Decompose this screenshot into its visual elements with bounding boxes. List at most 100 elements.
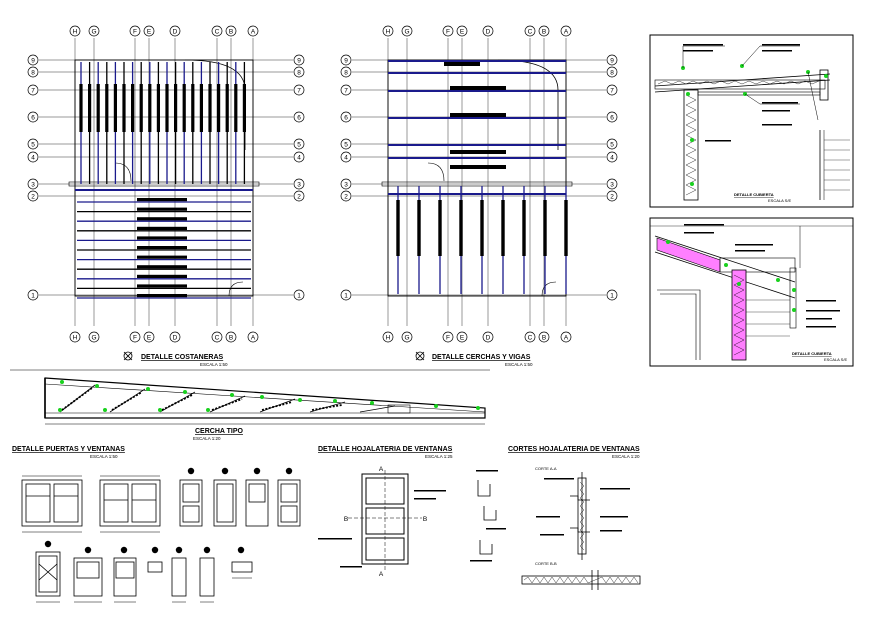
grid-col-d-bottom-label: D [173,334,178,341]
roof-detail-top-title: DETALLE CUBIERTA [734,192,774,197]
grid-row-8-left-bubble [27,66,39,78]
grid-row-7-right-bubble [293,84,305,96]
cut-a-label: CORTE A-A [535,466,557,471]
north-arrow-icon [123,351,133,361]
purlin-block [137,274,187,278]
grid-row-3-left-label: 3 [31,181,35,188]
doors-title: DETALLE PUERTAS Y VENTANAS [12,446,125,453]
grid-row-2-right-label: 2 [297,193,301,200]
door-swing [228,281,244,297]
grid-col-d-top-label: D [173,28,178,35]
purlin-block [113,84,117,132]
grid-col-d-top-bubble [169,25,181,37]
grid-col-g-top-bubble [401,25,413,37]
grid-row-5-right-label: 5 [297,141,301,148]
grid-row-6-left-label: 6 [344,114,348,121]
grid-row-4-right-bubble [606,151,618,163]
purlin-block [148,84,152,132]
truss-block [522,200,526,256]
grid-col-a-bottom-bubble [560,331,572,343]
grid-row-7-left-label: 7 [31,87,35,94]
grid-row-8-left-bubble [340,66,352,78]
grid-row-4-left-bubble [340,151,352,163]
grid-row-9-right-bubble [606,54,618,66]
doors-scale: ESCALA 1:50 [90,454,118,459]
grid-row-5-right-bubble [293,138,305,150]
purlin-block [137,198,187,202]
grid-row-1-right-label: 1 [610,292,614,299]
purlin-block [234,84,238,132]
grid-row-5-left-label: 5 [344,141,348,148]
grid-col-h-top-label: H [386,28,391,35]
grid-col-f-bottom-label: F [133,334,137,341]
grid-row-3-right-bubble [606,178,618,190]
roof-detail-top: DETALLE CUBIERTA ESCALA S/E [649,34,854,208]
grid-col-e-top-label: E [147,28,152,35]
grid-col-b-top-label: B [229,28,233,35]
flashing-title: DETALLE HOJALATERIA DE VENTANAS [318,446,453,453]
grid-row-9-right-label: 9 [297,57,301,64]
grid-row-7-left-bubble [340,84,352,96]
grid-col-b-bottom-bubble [225,331,237,343]
grid-col-c-bottom-label: C [215,334,220,341]
grid-col-e-bottom-bubble [456,331,468,343]
grid-row-2-right-bubble [293,190,305,202]
purlin-block [96,84,100,132]
grid-row-3-right-bubble [293,178,305,190]
costaneras-title-block: DETALLE COSTANERAS ESCALA 1:50 [123,351,228,367]
section-mark-b-left: B [344,516,348,523]
grid-col-c-bottom-label: C [528,334,533,341]
grid-row-1-left-bubble [27,289,39,301]
purlin-block [122,84,126,132]
section-mark-a-bottom: A [379,571,384,578]
grid-col-e-bottom-label: E [460,334,465,341]
grid-col-g-bottom-bubble [88,331,100,343]
grid-row-4-right-label: 4 [297,154,301,161]
grid-col-h-top-bubble [382,25,394,37]
purlin-block [105,84,109,132]
grid-row-9-right-bubble [293,54,305,66]
grid-col-d-bottom-label: D [486,334,491,341]
roof-detail-bottom-title: DETALLE CUBIERTA [792,351,832,356]
slab-edge [381,181,573,187]
grid-row-3-right-label: 3 [297,181,301,188]
grid-row-1-right-bubble [606,289,618,301]
grid-col-e-top-bubble [143,25,155,37]
grid-col-h-bottom-bubble [382,331,394,343]
purlin-block [131,84,135,132]
truss-block [543,200,547,256]
grid-row-6-left-bubble [340,111,352,123]
grid-col-c-top-label: C [215,28,220,35]
grid-col-d-bottom-bubble [169,331,181,343]
grid-row-6-right-bubble [606,111,618,123]
grid-col-f-bottom-bubble [129,331,141,343]
grid-row-2-left-label: 2 [31,193,35,200]
grid-row-3-right-label: 3 [610,181,614,188]
grid-col-f-top-label: F [446,28,450,35]
purlin-block [137,255,187,259]
grid-col-a-bottom-bubble [247,331,259,343]
cut-b-label: CORTE B-B [535,561,557,566]
truss-scale: ESCALA 1:20 [193,436,221,441]
grid-col-a-top-bubble [560,25,572,37]
purlin-block [191,84,195,132]
purlin-block [88,84,92,132]
grid-col-g-bottom-bubble [401,331,413,343]
purlin-block [199,84,203,132]
grid-col-h-bottom-label: H [386,334,391,341]
grid-col-g-top-label: G [404,28,409,35]
truss-block [564,200,568,256]
grid-col-f-bottom-label: F [446,334,450,341]
grid-row-8-right-label: 8 [297,69,301,76]
grid-row-7-right-label: 7 [610,87,614,94]
grid-row-4-right-bubble [293,151,305,163]
grid-row-1-left-bubble [340,289,352,301]
grid-row-9-left-label: 9 [344,57,348,64]
grid-row-6-right-bubble [293,111,305,123]
grid-col-c-top-label: C [528,28,533,35]
grid-col-a-top-bubble [247,25,259,37]
grid-row-9-right-label: 9 [610,57,614,64]
